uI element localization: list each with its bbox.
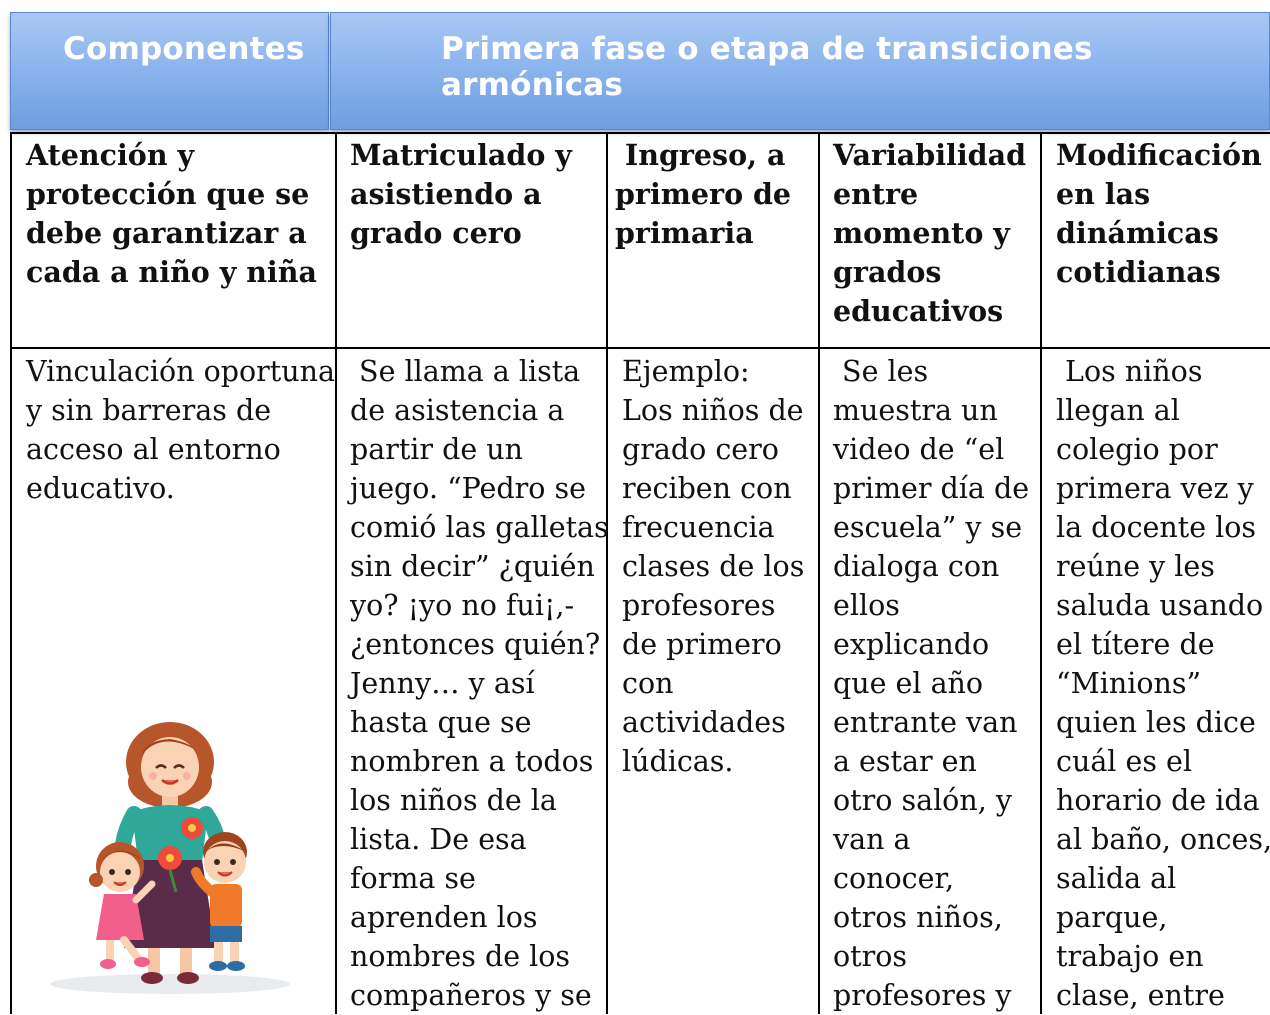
- header-componentes: Componentes: [10, 12, 329, 130]
- header-right-title: Primera fase o etapa de transiciones arm…: [441, 31, 1093, 103]
- flower-icon: [158, 817, 203, 893]
- column-header-matriculado: Matriculado y asistiendo a grado cero: [350, 138, 572, 250]
- row-divider-middle: [10, 347, 1270, 349]
- col-divider-4: [1040, 132, 1042, 1014]
- column-header-modificacion: Modificación en las dinámicas cotidianas: [1056, 138, 1262, 289]
- boy-figure: [191, 832, 247, 971]
- column-header-atencion: Atención y protección que se debe garant…: [26, 138, 317, 289]
- row-divider-top: [10, 132, 1270, 134]
- col-divider-0: [10, 132, 12, 1014]
- cell-minions: Los niños llegan al colegio por primera …: [1056, 355, 1270, 1012]
- column-header-variabilidad: Variabilidad entre momento y grados educ…: [833, 138, 1027, 328]
- cell-video-primer-dia: Se les muestra un video de “el primer dí…: [833, 355, 1030, 1012]
- cell-vinculacion: Vinculación oportuna y sin barreras de a…: [26, 355, 335, 505]
- cell-ejemplo: Ejemplo: Los niños de grado cero reciben…: [622, 355, 805, 778]
- col-divider-2: [606, 132, 608, 1014]
- girl-figure: [89, 842, 156, 969]
- column-header-ingreso: Ingreso, a primero de primaria: [615, 138, 792, 250]
- header-left-title: Componentes: [63, 31, 305, 67]
- cell-llamada-lista: Se llama a lista de asistencia a partir …: [350, 355, 609, 1012]
- header-primera-fase: Primera fase o etapa de transiciones arm…: [330, 12, 1270, 130]
- col-divider-1: [335, 132, 337, 1014]
- teacher-with-children-illustration: [20, 712, 320, 1002]
- col-divider-3: [818, 132, 820, 1014]
